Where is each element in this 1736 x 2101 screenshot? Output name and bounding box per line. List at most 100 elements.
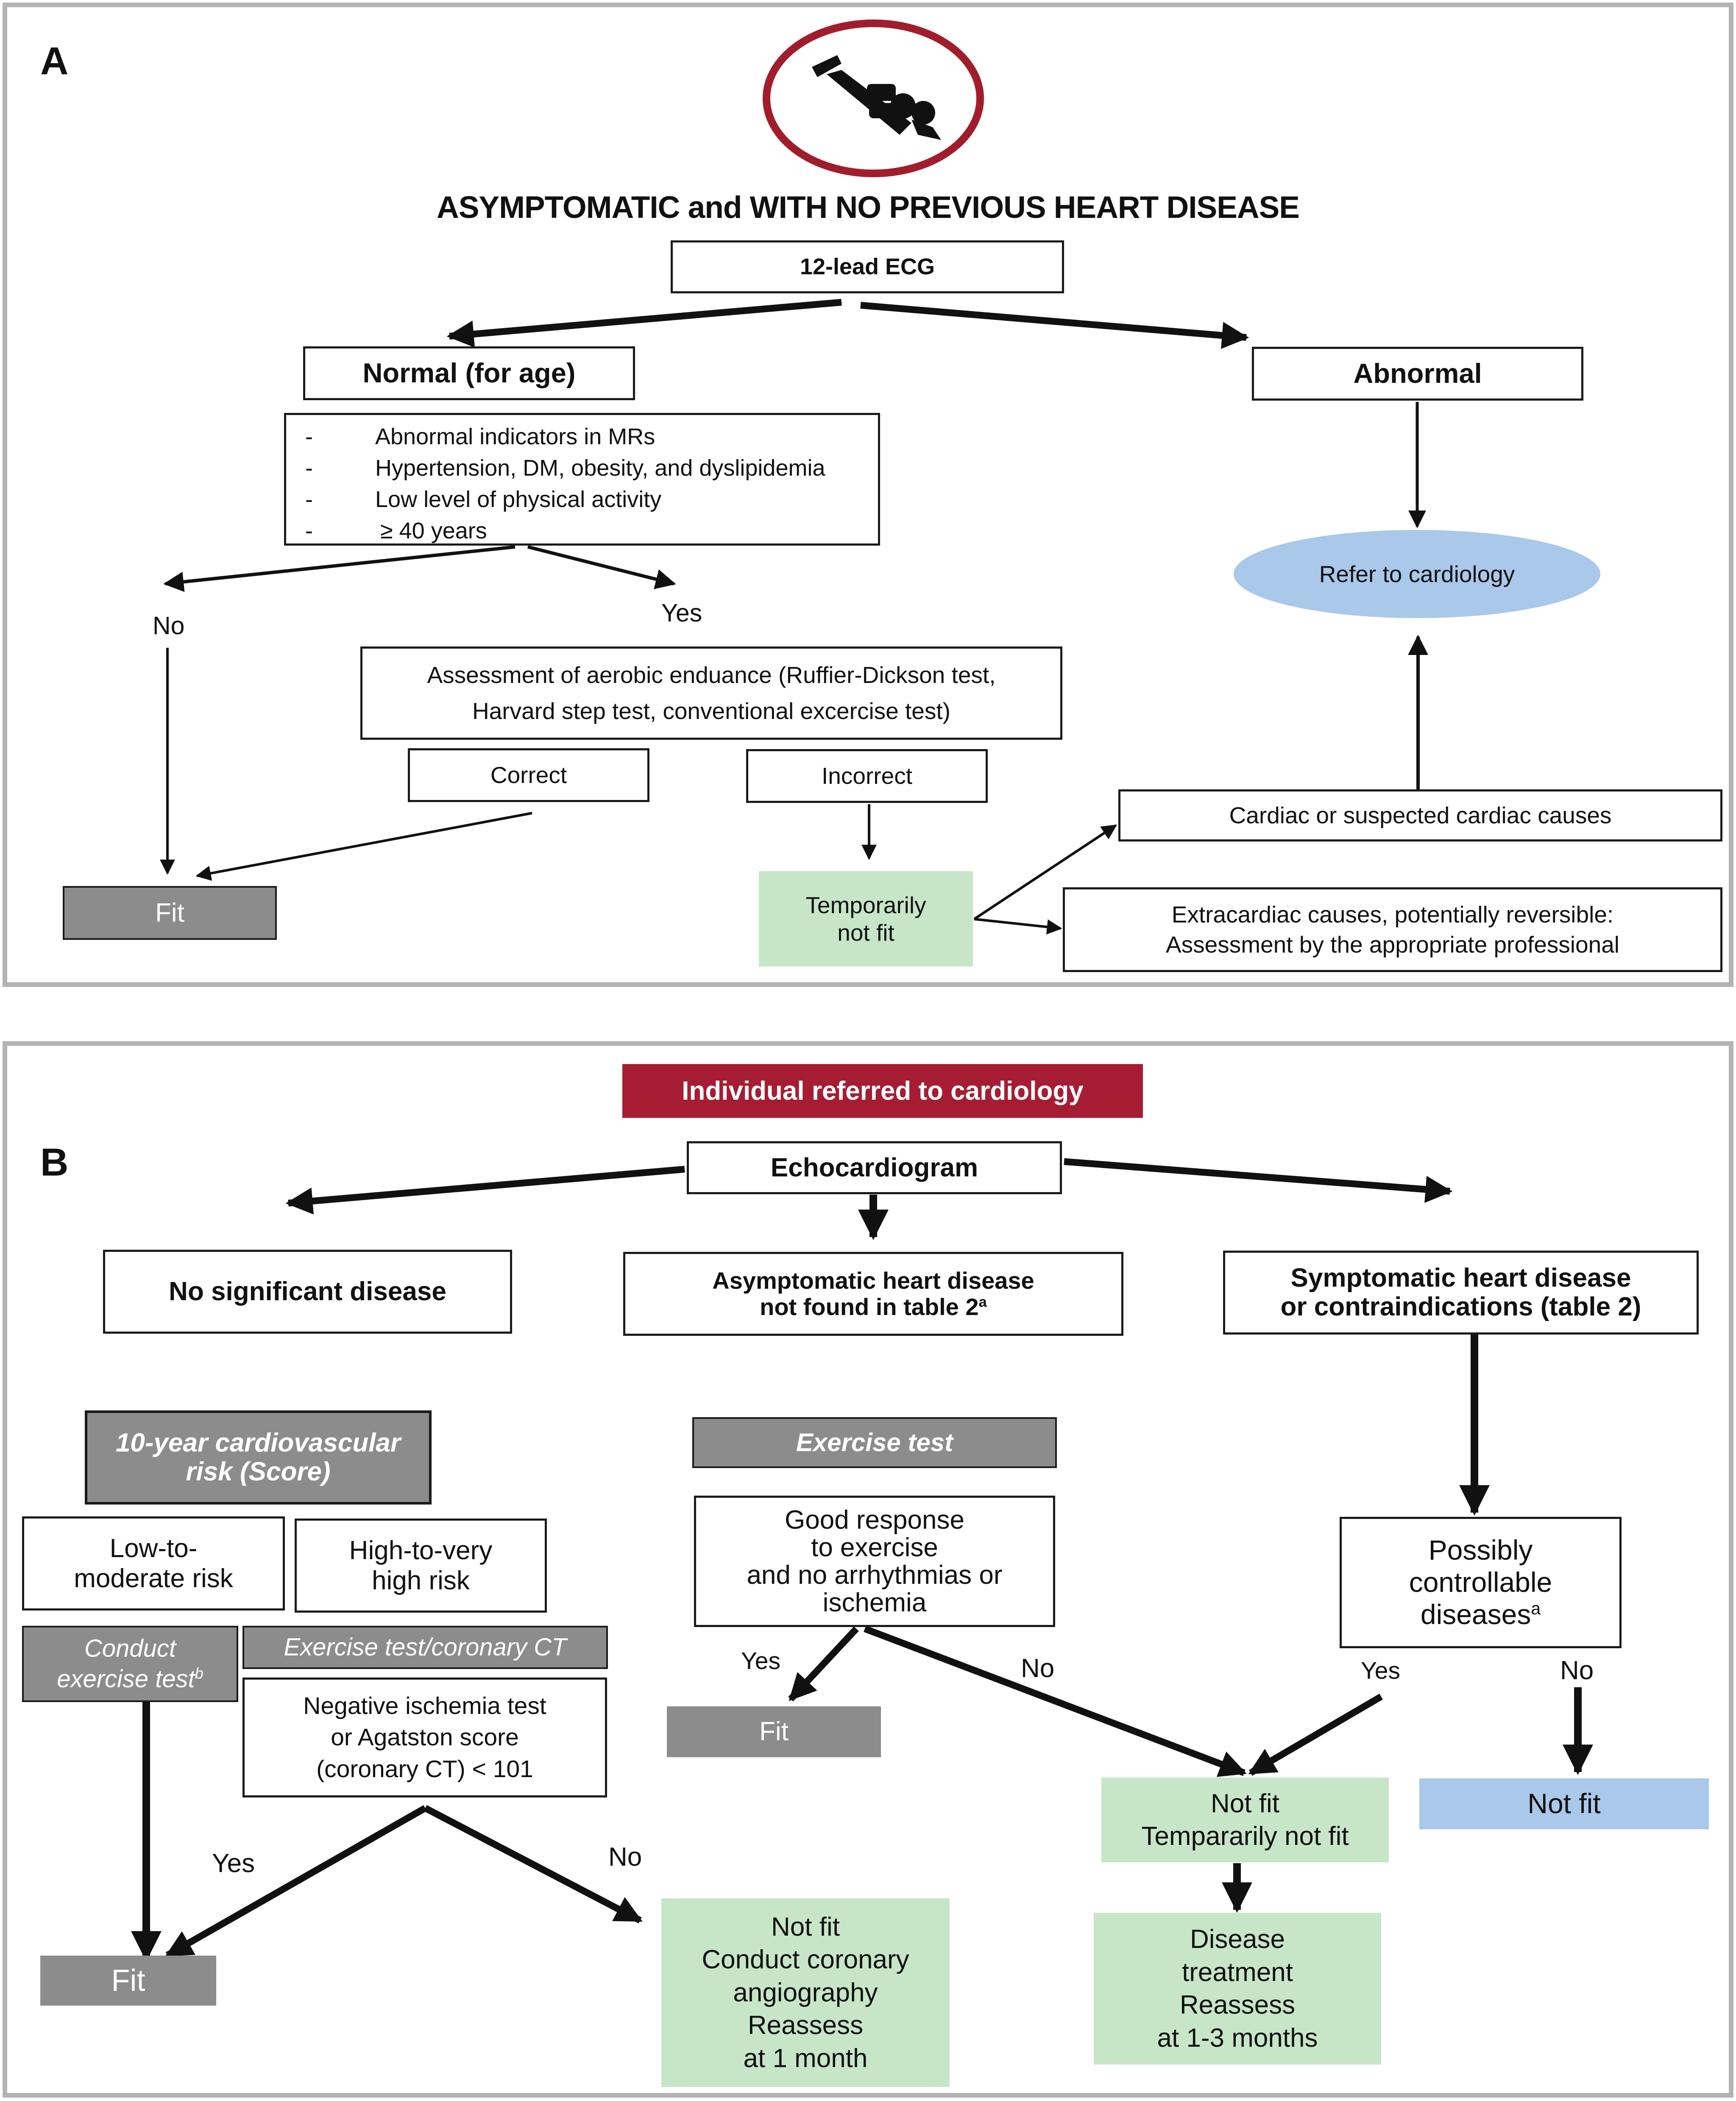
good-response-line-4: ischemia: [822, 1588, 927, 1618]
asymptomatic-box: Asymptomatic heart disease not found in …: [623, 1252, 1123, 1336]
negative-ischemia-line-1: Negative ischemia test: [303, 1692, 546, 1720]
refer-cardiology-label: Refer to cardiology: [1319, 561, 1515, 587]
symptomatic-box: Symptomatic heart disease or contraindic…: [1223, 1251, 1699, 1335]
conduct-exercise-box: Conduct exercise testb: [22, 1626, 238, 1702]
echocardiogram-label: Echocardiogram: [770, 1153, 978, 1182]
criteria-item: Low level of physical activity: [375, 487, 662, 512]
disease-line-2: treatment: [1182, 1957, 1293, 1987]
assessment-box: Assessment of aerobic enduance (Ruffier-…: [360, 646, 1062, 740]
not-fit-angiography-box: Not fit Conduct coronary angiography Rea…: [661, 1898, 950, 2087]
footnote-b-mark: b: [195, 1664, 203, 1682]
exercise-ct-label: Exercise test/coronary CT: [284, 1633, 567, 1661]
good-response-box: Good response to exercise and no arrhyth…: [694, 1496, 1055, 1627]
abnormal-label: Abnormal: [1353, 358, 1482, 389]
fit-box-b-left: Fit: [40, 1956, 216, 2006]
normal-box: Normal (for age): [303, 346, 635, 400]
cardio-risk-line-2: risk (Score): [186, 1457, 331, 1486]
criteria-dash: -: [305, 487, 313, 512]
ecg-label: 12-lead ECG: [800, 254, 935, 279]
not-fit-label-right: Not fit: [1527, 1788, 1601, 1820]
yes-label-left: Yes: [212, 1849, 255, 1878]
negative-ischemia-line-3: (coronary CT) < 101: [316, 1755, 533, 1783]
asymptomatic-line-1: Asymptomatic heart disease: [712, 1267, 1034, 1294]
negative-ischemia-box: Negative ischemia test or Agatston score…: [242, 1677, 607, 1797]
panel-a-title: ASYMPTOMATIC and WITH NO PREVIOUS HEART …: [437, 190, 1300, 225]
criteria-item: Abnormal indicators in MRs: [375, 424, 655, 449]
temporarily-not-fit-box: Temporarily not fit: [759, 871, 973, 967]
correct-label: Correct: [490, 762, 567, 789]
assessment-line-1: Assessment of aerobic enduance (Ruffier-…: [427, 661, 996, 688]
fit-box-b-middle: Fit: [667, 1706, 881, 1757]
exercise-test-box: Exercise test: [692, 1417, 1057, 1468]
panel-b-frame: [3, 1041, 1733, 2098]
no-label: No: [153, 612, 185, 640]
abnormal-box: Abnormal: [1252, 347, 1583, 401]
refer-cardiology-ellipse: Refer to cardiology: [1234, 530, 1600, 618]
incorrect-label: Incorrect: [822, 763, 912, 789]
possibly-line-3-text: diseases: [1420, 1598, 1531, 1630]
conduct-line-2-text: exercise test: [57, 1665, 195, 1693]
no-label-right: No: [1560, 1656, 1594, 1685]
conduct-line-1: Conduct: [84, 1634, 176, 1662]
yes-label-right: Yes: [1361, 1657, 1400, 1684]
good-response-line-1: Good response: [785, 1505, 964, 1535]
symptomatic-line-1: Symptomatic heart disease: [1290, 1263, 1631, 1293]
temp-not-fit-line-1: Not fit: [1211, 1789, 1279, 1818]
criteria-row: - Abnormal indicators in MRs: [286, 421, 878, 452]
symptomatic-line-2: or contraindications (table 2): [1280, 1292, 1641, 1321]
criteria-item: ≥ 40 years: [380, 518, 487, 543]
incorrect-box: Incorrect: [746, 749, 988, 803]
high-risk-line-2: high risk: [372, 1566, 470, 1595]
not-fit-angio-line-4: Reassess: [747, 2011, 864, 2040]
criteria-box: - Abnormal indicators in MRs - Hypertensio…: [284, 413, 880, 546]
not-fit-box-right: Not fit: [1419, 1778, 1709, 1829]
cardio-risk-line-1: 10-year cardiovascular: [115, 1428, 401, 1457]
fit-box-a: Fit: [63, 886, 277, 940]
no-significant-disease-box: No significant disease: [103, 1250, 512, 1334]
referred-box: Individual referred to cardiology: [622, 1064, 1143, 1118]
no-significant-disease-label: No significant disease: [169, 1277, 446, 1307]
high-risk-line-1: High-to-very: [349, 1535, 493, 1565]
possibly-controllable-box: Possibly controllable diseasesa: [1340, 1517, 1622, 1648]
disease-line-4: at 1-3 months: [1157, 2023, 1318, 2053]
criteria-row: - Low level of physical activity: [286, 484, 878, 515]
exercise-test-label: Exercise test: [796, 1428, 953, 1457]
no-label-left: No: [608, 1842, 642, 1872]
criteria-dash: -: [305, 424, 313, 449]
cardio-risk-box: 10-year cardiovascular risk (Score): [85, 1410, 432, 1505]
temp-not-fit-line-2: Tempararily not fit: [1141, 1822, 1349, 1851]
disease-treatment-box: Disease treatment Reassess at 1-3 months: [1094, 1913, 1381, 2065]
no-label-middle: No: [1021, 1654, 1055, 1683]
exercise-ct-box: Exercise test/coronary CT: [242, 1626, 608, 1669]
conduct-line-2: exercise testb: [57, 1664, 203, 1695]
panel-b-label: B: [40, 1141, 69, 1184]
extracardiac-line-1: Extracardiac causes, potentially reversi…: [1171, 901, 1614, 928]
high-risk-box: High-to-very high risk: [295, 1519, 547, 1613]
good-response-line-3: and no arrhythmias or: [747, 1560, 1003, 1590]
yes-label: Yes: [661, 599, 702, 627]
not-fit-angio-line-5: at 1 month: [743, 2043, 868, 2073]
assessment-line-2: Harvard step test, conventional excercis…: [472, 698, 950, 724]
ecg-box: 12-lead ECG: [671, 240, 1064, 293]
not-fit-angio-line-3: angiography: [733, 1978, 878, 2007]
referred-label: Individual referred to cardiology: [682, 1076, 1084, 1106]
criteria-row: -≥ 40 years: [286, 515, 878, 546]
negative-ischemia-line-2: or Agatston score: [331, 1724, 519, 1751]
low-risk-line-1: Low-to-: [109, 1533, 198, 1563]
criteria-item: Hypertension, DM, obesity, and dyslipide…: [375, 455, 825, 481]
asymptomatic-line-2-text: not found in table 2: [760, 1293, 979, 1320]
extracardiac-line-2: Assessment by the appropriate profession…: [1165, 931, 1620, 958]
fit-label-b-left: Fit: [111, 1963, 145, 1998]
temporarily-not-fit-b-box: Not fit Tempararily not fit: [1101, 1778, 1389, 1862]
good-response-line-2: to exercise: [811, 1533, 938, 1562]
fit-label-b-middle: Fit: [759, 1717, 789, 1747]
disease-line-1: Disease: [1190, 1925, 1285, 1954]
criteria-dash: -: [305, 455, 313, 481]
fit-label-a: Fit: [155, 898, 184, 928]
asymptomatic-line-2: not found in table 2a: [760, 1294, 987, 1320]
low-risk-line-2: moderate risk: [74, 1564, 233, 1593]
normal-label: Normal (for age): [362, 357, 576, 389]
cardiac-causes-label: Cardiac or suspected cardiac causes: [1229, 802, 1612, 829]
temporarily-line-2: not fit: [837, 919, 894, 946]
